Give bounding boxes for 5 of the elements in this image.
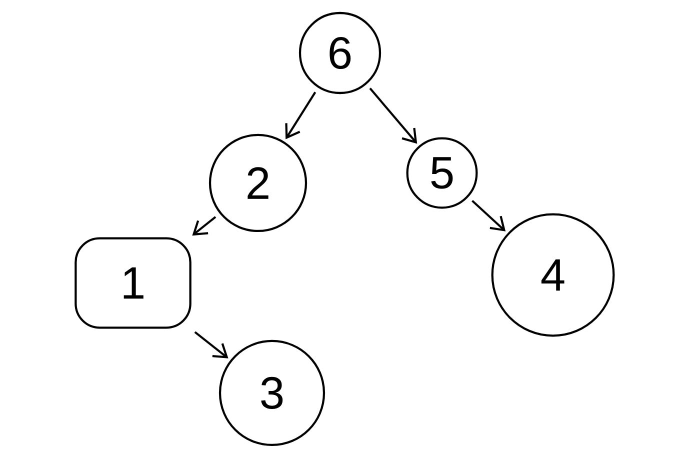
arrow: [285, 92, 316, 140]
arrow: [194, 331, 228, 358]
arrow: [369, 88, 418, 144]
arrow: [472, 200, 506, 232]
arrow: [192, 216, 216, 236]
